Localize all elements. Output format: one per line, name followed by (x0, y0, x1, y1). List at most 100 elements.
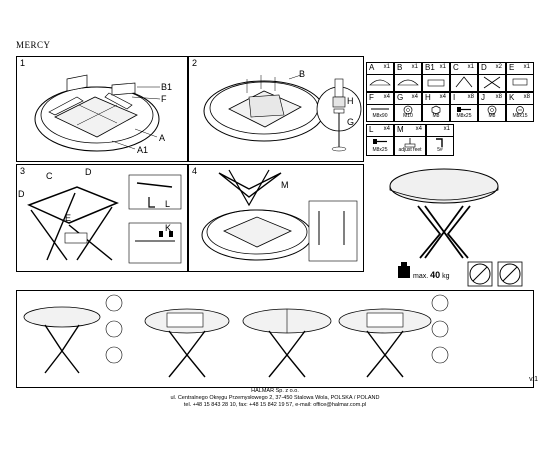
washer-icon (403, 105, 413, 115)
step-3-label-k: K (165, 223, 172, 233)
part-l-caption: M8x25 (372, 147, 388, 153)
step-3-label-d-top: D (85, 167, 92, 177)
part-m-code: M (397, 125, 404, 134)
step-1-label-a1: A1 (137, 145, 149, 155)
frame-icon (455, 76, 473, 88)
part-h-caption: M8 (432, 113, 440, 119)
part-e-code: E (509, 63, 515, 72)
step-4-number: 4 (192, 166, 198, 176)
part-b1-code: B1 (425, 63, 435, 72)
step-3-panel: 3 C D D E L K (16, 164, 188, 272)
step-3-number: 3 (20, 166, 26, 176)
part-l-qty: x4 (383, 126, 390, 132)
part-b1-qty: x1 (439, 64, 446, 70)
extension-leaf-icon (427, 79, 445, 87)
part-l-code: L (369, 125, 374, 134)
part-i-code: I (453, 93, 456, 102)
part-g-qty: x4 (411, 94, 418, 100)
step-2-illustration (203, 74, 362, 152)
bolt-icon (457, 107, 471, 112)
step-2-panel: 2 B H G (188, 56, 364, 162)
version-label: v.1 (529, 376, 538, 383)
part-i-caption: M8x25 (456, 113, 472, 119)
long-bolt-icon (371, 108, 389, 110)
part-h-qty: x4 (439, 94, 446, 100)
tabletop-half-icon (369, 79, 391, 86)
part-a-code: A (369, 63, 375, 72)
part-g-code: G (397, 93, 404, 102)
step-3-label-c: C (46, 171, 53, 181)
part-m-qty: x4 (415, 126, 422, 132)
part-j-caption: M8 (488, 113, 496, 119)
part-allen-key: x1 5# (426, 124, 454, 156)
step-4-illustration (201, 169, 358, 262)
max-load-unit: kg (442, 273, 450, 280)
bolt-icon (373, 139, 387, 144)
part-b-qty: x1 (411, 64, 418, 70)
adjustable-foot-icon (404, 138, 416, 148)
extension-sequence-illustration (23, 294, 449, 378)
part-k-qty: x8 (523, 94, 530, 100)
step-3-label-d-left: D (18, 189, 25, 199)
step-2-label-b: B (299, 69, 306, 79)
screw-icon (516, 106, 524, 114)
tabletop-half-icon (397, 79, 419, 86)
part-allen-key-caption: 5# (437, 147, 443, 153)
max-load-label: max. (413, 273, 429, 280)
step-4-label-m: M (281, 180, 289, 190)
step-2-label-g: G (347, 117, 355, 127)
footer-address: ul. Centralnego Okręgu Przemysłowego 2, … (170, 395, 380, 401)
washer-icon (487, 105, 497, 115)
step-3-label-e: E (65, 213, 72, 223)
extension-sequence-panel (16, 290, 534, 388)
part-a-qty: x1 (383, 64, 390, 70)
part-allen-key-qty: x1 (443, 126, 450, 132)
footer-company: HALMAR Sp. z o.o. (251, 388, 299, 394)
step-1-number: 1 (20, 58, 26, 68)
part-f-qty: x4 (383, 94, 390, 100)
part-b1: B1 x1 (422, 62, 450, 92)
max-load-value: 40 (430, 270, 441, 280)
allen-key-icon (436, 138, 443, 147)
step-1-panel: 1 B1 F A A1 (16, 56, 188, 162)
part-g-caption: M10 (403, 113, 413, 119)
step-4-panel: 4 M (188, 164, 364, 272)
step-1-label-b1: B1 (161, 82, 173, 92)
part-f-caption: M8x90 (372, 113, 388, 119)
step-1-illustration (34, 74, 161, 152)
part-i-qty: x8 (467, 94, 474, 100)
part-h-code: H (425, 93, 431, 102)
bracket-icon (512, 78, 528, 86)
step-2-label-h: H (347, 96, 354, 106)
leg-frame-icon (483, 76, 501, 89)
footer-contact: tel. +48 15 843 28 10, fax: +48 15 842 1… (183, 402, 367, 408)
max-load-note: max. 40 kg (413, 270, 450, 280)
part-e-qty: x1 (523, 64, 530, 70)
step-2-number: 2 (192, 58, 198, 68)
part-k-code: K (509, 93, 515, 102)
part-f-code: F (369, 93, 374, 102)
part-m-caption: adjust feet (398, 147, 422, 153)
part-d-code: D (481, 63, 487, 72)
step-1-label-f: F (161, 94, 167, 104)
nut-icon (431, 105, 441, 115)
part-c-code: C (453, 63, 459, 72)
part-k-caption: M8x15 (512, 113, 528, 119)
part-j-code: J (481, 93, 485, 102)
part-d-qty: x2 (495, 64, 502, 70)
part-c-qty: x1 (467, 64, 474, 70)
document-title: MERCY (16, 40, 51, 50)
